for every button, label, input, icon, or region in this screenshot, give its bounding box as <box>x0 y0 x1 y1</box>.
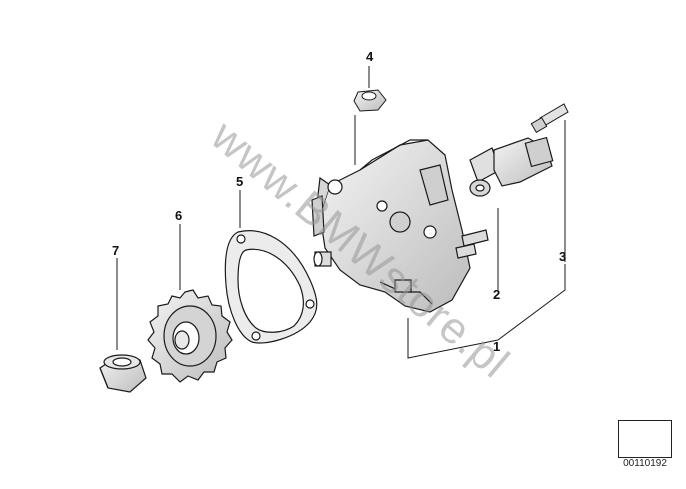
callout-5: 5 <box>236 174 244 189</box>
callout-1: 1 <box>493 339 501 354</box>
callout-6: 6 <box>175 208 183 223</box>
pressure-control-valve <box>469 136 554 197</box>
reference-box <box>618 420 672 458</box>
leader-lines <box>116 66 566 359</box>
callout-4: 4 <box>366 49 374 64</box>
callout-7: 7 <box>112 243 120 258</box>
callout-3: 3 <box>559 249 567 264</box>
leader-1b <box>497 264 566 341</box>
callout-2: 2 <box>493 287 501 302</box>
high-pressure-pump <box>311 139 489 313</box>
bolt-part <box>530 103 569 134</box>
leader-1a <box>407 318 499 359</box>
sprocket-part <box>147 289 233 383</box>
nut-part <box>353 89 387 112</box>
gasket-part <box>224 230 318 344</box>
sleeve-nut-part <box>99 354 147 393</box>
reference-code: 00110192 <box>623 458 667 469</box>
